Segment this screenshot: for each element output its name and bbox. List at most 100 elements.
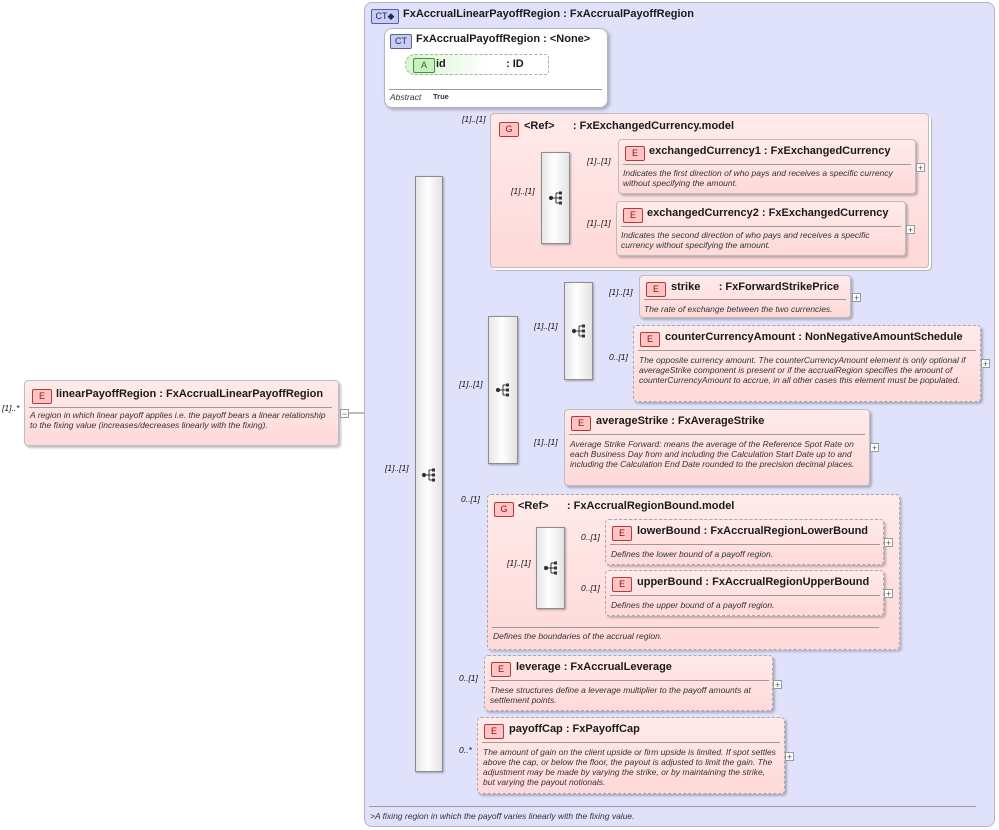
strike-inner-seq-cardinality: [1]..[1] [534, 321, 558, 331]
element-lowerBound[interactable]: E lowerBound : FxAccrualRegionLowerBound… [605, 519, 884, 565]
attribute-icon: A [413, 58, 435, 73]
element-exchangedCurrency2[interactable]: E exchangedCurrency2 : FxExchangedCurren… [616, 201, 906, 256]
sequence-icon [571, 324, 585, 338]
element-upperBound[interactable]: E upperBound : FxAccrualRegionUpperBound… [605, 570, 884, 616]
bound-group-title: <Ref> : FxAccrualRegionBound.model [518, 500, 735, 512]
upperbound-doc: Defines the upper bound of a payoff regi… [611, 600, 775, 610]
divider [644, 299, 846, 300]
payoffcap-title: payoffCap : FxPayoffCap [509, 723, 640, 735]
root-element-title: linearPayoffRegion : FxAccrualLinearPayo… [56, 388, 324, 400]
exchanged1-title: exchangedCurrency1 : FxExchangedCurrency [649, 145, 891, 157]
main-sequence [415, 176, 443, 772]
sequence-icon [421, 468, 435, 482]
root-element-doc: A region in which linear payoff applies … [30, 410, 326, 430]
element-strike[interactable]: E strike : FxForwardStrikePrice The rate… [639, 275, 851, 318]
exchanged2-title: exchangedCurrency2 : FxExchangedCurrency [647, 207, 889, 219]
expand-toggle[interactable]: + [773, 680, 782, 690]
base-type-icon: CT [390, 34, 412, 49]
expand-toggle[interactable]: + [870, 443, 879, 453]
counter-cardinality: 0..[1] [609, 352, 628, 362]
complex-type-doc: >A fixing region in which the payoff var… [370, 811, 635, 821]
strike-sequence [488, 316, 518, 464]
divider [489, 680, 769, 681]
upperbound-cardinality: 0..[1] [581, 583, 600, 593]
counter-title: counterCurrencyAmount : NonNegativeAmoun… [665, 331, 963, 343]
group-icon: G [494, 502, 514, 517]
element-leverage[interactable]: E leverage : FxAccrualLeverage These str… [484, 655, 773, 711]
bound-group-doc: Defines the boundaries of the accrual re… [493, 631, 663, 641]
element-icon: E [32, 389, 52, 404]
strike-cardinality: [1]..[1] [609, 287, 633, 297]
abstract-label: Abstract [390, 92, 422, 102]
expand-toggle[interactable]: + [916, 163, 925, 173]
root-element-linearPayoffRegion[interactable]: E linearPayoffRegion : FxAccrualLinearPa… [24, 380, 339, 446]
element-payoffCap[interactable]: E payoffCap : FxPayoffCap The amount of … [477, 717, 785, 794]
divider [569, 434, 865, 435]
divider [623, 164, 911, 165]
element-icon: E [612, 577, 632, 592]
element-icon: E [484, 724, 504, 739]
element-icon: E [623, 208, 643, 223]
strike-inner-sequence [564, 282, 593, 380]
base-type-box: CT FxAccrualPayoffRegion : <None> A id :… [384, 28, 608, 108]
expand-toggle[interactable]: + [906, 225, 915, 235]
sequence-icon [548, 191, 562, 205]
sequence-icon [495, 383, 509, 397]
footer-divider [369, 806, 976, 807]
group-icon: G [499, 122, 519, 137]
abstract-value: True [433, 92, 449, 101]
divider [492, 627, 879, 628]
leverage-title: leverage : FxAccrualLeverage [516, 661, 672, 673]
divider [638, 350, 976, 351]
expand-toggle[interactable]: + [785, 752, 794, 762]
leverage-doc: These structures define a leverage multi… [490, 685, 751, 705]
strike-title: strike : FxForwardStrikePrice [671, 281, 840, 293]
divider [610, 595, 880, 596]
expand-toggle[interactable]: + [852, 293, 861, 303]
element-icon: E [625, 146, 645, 161]
average-title: averageStrike : FxAverageStrike [596, 415, 765, 427]
root-cardinality: [1]..* [2, 403, 20, 413]
exchanged-seq-cardinality: [1]..[1] [511, 186, 535, 196]
element-icon: E [640, 332, 660, 347]
collapse-toggle[interactable]: − [340, 409, 349, 419]
complex-type-icon: CT◆ [371, 9, 399, 24]
divider [610, 544, 880, 545]
exchanged2-doc: Indicates the second direction of who pa… [621, 230, 870, 250]
counter-doc: The opposite currency amount. The counte… [639, 355, 966, 385]
element-icon: E [646, 282, 666, 297]
exchanged-group-cardinality: [1]..[1] [462, 114, 486, 124]
complex-type-title: FxAccrualLinearPayoffRegion : FxAccrualP… [403, 8, 694, 20]
main-sequence-cardinality: [1]..[1] [385, 463, 409, 473]
attribute-name: id [436, 58, 446, 70]
exchanged1-cardinality: [1]..[1] [587, 156, 611, 166]
element-exchangedCurrency1[interactable]: E exchangedCurrency1 : FxExchangedCurren… [618, 139, 916, 194]
divider [621, 226, 901, 227]
root-divider [29, 407, 332, 408]
bound-seq-cardinality: [1]..[1] [507, 558, 531, 568]
base-type-title: FxAccrualPayoffRegion : <None> [416, 33, 591, 45]
bound-group-cardinality: 0..[1] [461, 494, 480, 504]
exchanged2-cardinality: [1]..[1] [587, 218, 611, 228]
attribute-id[interactable]: A id : ID [405, 54, 549, 75]
base-type-divider [389, 89, 602, 90]
expand-toggle[interactable]: + [884, 538, 893, 548]
element-icon: E [491, 662, 511, 677]
lowerbound-cardinality: 0..[1] [581, 532, 600, 542]
payoffcap-cardinality: 0..* [459, 745, 472, 755]
attribute-type: : ID [506, 58, 524, 70]
payoffcap-doc: The amount of gain on the client upside … [483, 747, 776, 787]
element-averageStrike[interactable]: E averageStrike : FxAverageStrike Averag… [564, 409, 870, 486]
sequence-icon [543, 561, 557, 575]
strike-doc: The rate of exchange between the two cur… [644, 304, 833, 314]
average-cardinality: [1]..[1] [534, 437, 558, 447]
bound-sequence [536, 527, 565, 609]
exchanged-sequence [541, 152, 570, 244]
element-counterCurrencyAmount[interactable]: E counterCurrencyAmount : NonNegativeAmo… [633, 325, 981, 402]
expand-toggle[interactable]: + [884, 589, 893, 599]
strike-seq-cardinality: [1]..[1] [459, 379, 483, 389]
upperbound-title: upperBound : FxAccrualRegionUpperBound [637, 576, 870, 588]
divider [482, 742, 780, 743]
lowerbound-title: lowerBound : FxAccrualRegionLowerBound [637, 525, 869, 537]
expand-toggle[interactable]: + [981, 359, 990, 369]
